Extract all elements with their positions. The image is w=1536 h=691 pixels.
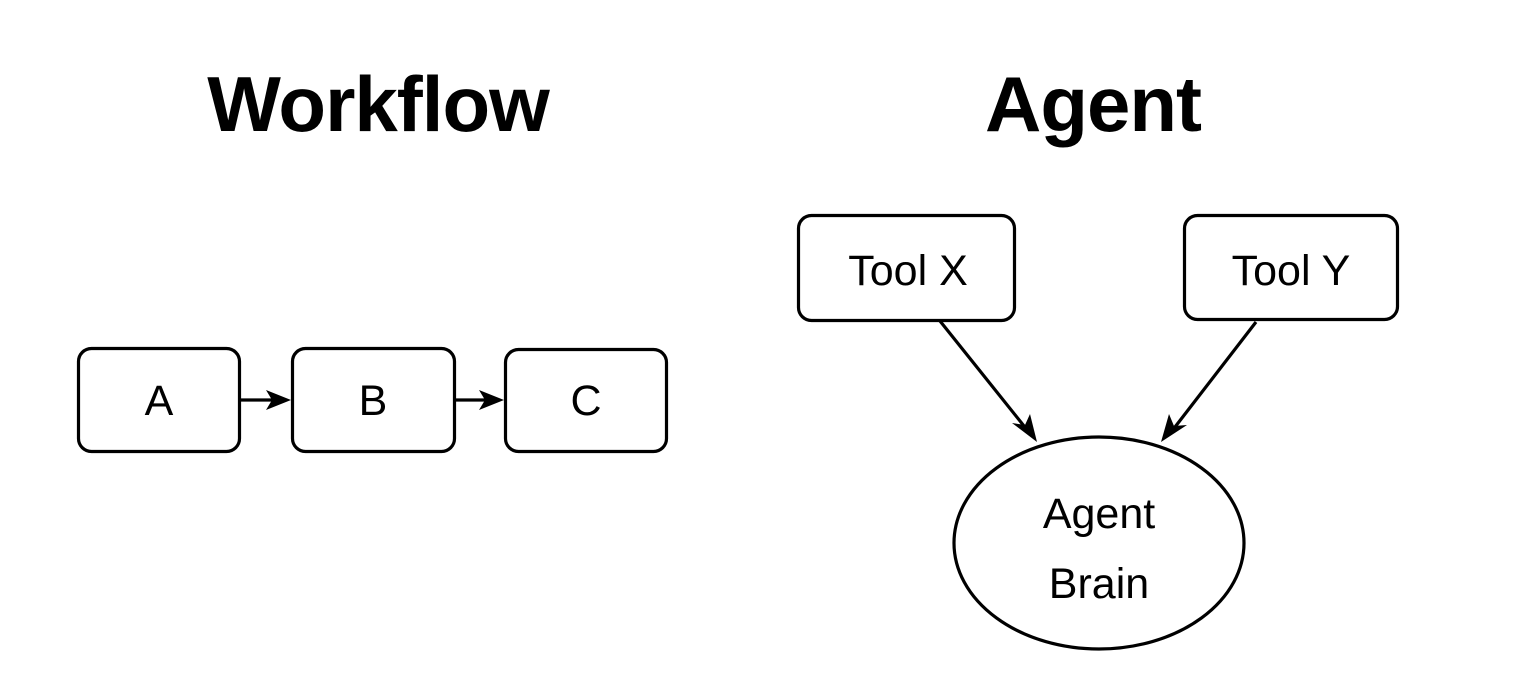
agent-node-tool-x[interactable]: Tool X bbox=[796, 213, 1017, 323]
agent-edge-tool-x-brain-line bbox=[938, 320, 1026, 427]
agent-node-brain-label-line1: Agent bbox=[1043, 490, 1155, 538]
agent-edge-tool-x-brain-arrowhead bbox=[1012, 414, 1037, 442]
agent-panel: Agent Tool X Tool Y bbox=[796, 60, 1400, 651]
workflow-panel-title: Workflow bbox=[207, 60, 550, 148]
workflow-node-c-label: C bbox=[570, 377, 601, 425]
workflow-node-c[interactable]: C bbox=[503, 347, 669, 454]
workflow-node-b[interactable]: B bbox=[290, 346, 457, 454]
workflow-edge-b-c-arrowhead bbox=[479, 390, 504, 410]
agent-node-tool-y[interactable]: Tool Y bbox=[1182, 213, 1400, 322]
workflow-node-a-box[interactable] bbox=[76, 346, 242, 454]
agent-node-tool-y-box[interactable] bbox=[1182, 213, 1400, 322]
agent-node-brain-label-line2: Brain bbox=[1049, 560, 1149, 608]
agent-node-brain[interactable]: Agent Brain bbox=[952, 435, 1246, 651]
agent-node-tool-y-label: Tool Y bbox=[1232, 247, 1351, 295]
agent-edge-tool-y-brain bbox=[1161, 321, 1258, 442]
workflow-edge-a-b bbox=[240, 390, 291, 410]
agent-node-tool-x-box[interactable] bbox=[796, 213, 1017, 323]
agent-edge-tool-y-brain-line bbox=[1173, 321, 1258, 428]
workflow-node-a-label: A bbox=[145, 377, 174, 425]
workflow-edge-a-b-arrowhead bbox=[266, 390, 291, 410]
workflow-node-a[interactable]: A bbox=[76, 346, 242, 454]
workflow-node-b-box[interactable] bbox=[290, 346, 457, 454]
workflow-panel: Workflow A B bbox=[76, 60, 669, 454]
workflow-edge-b-c bbox=[455, 390, 504, 410]
agent-node-brain-ellipse[interactable] bbox=[952, 435, 1246, 651]
workflow-node-b-label: B bbox=[359, 377, 388, 425]
agent-panel-title: Agent bbox=[985, 60, 1202, 148]
agent-edge-tool-x-brain bbox=[938, 320, 1037, 442]
agent-edge-tool-y-brain-arrowhead bbox=[1161, 414, 1187, 442]
workflow-node-c-box[interactable] bbox=[503, 347, 669, 454]
agent-node-tool-x-label: Tool X bbox=[848, 247, 968, 295]
